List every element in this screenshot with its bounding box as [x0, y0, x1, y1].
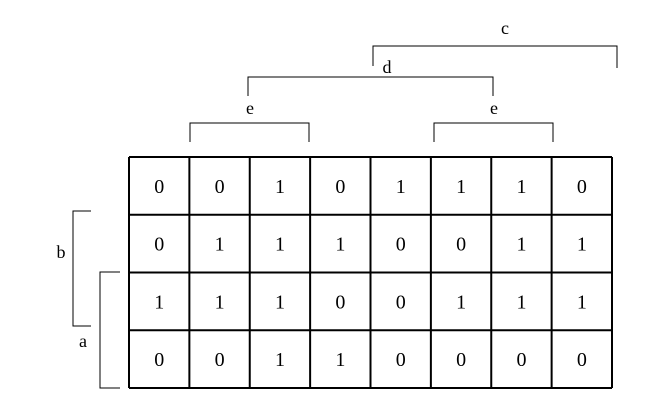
kmap-cell-r3-c1: 0 — [215, 349, 225, 371]
kmap-cell-r3-c2: 1 — [275, 349, 285, 371]
kmap-cell-r3-c6: 0 — [516, 349, 526, 371]
kmap-cell-r1-c5: 0 — [456, 234, 466, 256]
bracket-a: a — [79, 271, 120, 389]
kmap-cell-r0-c4: 1 — [396, 176, 406, 198]
label-e-left: e — [246, 98, 254, 118]
label-e-right: e — [490, 98, 498, 118]
kmap-cell-r2-c1: 1 — [215, 291, 225, 313]
bracket-d-line — [247, 76, 494, 96]
kmap-cell-r0-c3: 0 — [335, 176, 345, 198]
kmap-cell-r2-c6: 1 — [516, 291, 526, 313]
bracket-c-line — [372, 45, 618, 68]
kmap-cell-r2-c7: 1 — [577, 291, 587, 313]
kmap-cell-r1-c4: 0 — [396, 234, 406, 256]
bracket-b: b — [57, 210, 91, 327]
kmap-cell-r1-c0: 0 — [154, 234, 164, 256]
kmap-cell-r2-c3: 0 — [335, 291, 345, 313]
kmap-cell-r1-c1: 1 — [215, 234, 225, 256]
bracket-a-line — [99, 271, 120, 389]
kmap-cell-r1-c3: 1 — [335, 234, 345, 256]
kmap-cell-r2-c5: 1 — [456, 291, 466, 313]
kmap-cell-r3-c0: 0 — [154, 349, 164, 371]
kmap-cell-r0-c6: 1 — [516, 176, 526, 198]
bracket-c: c — [372, 18, 618, 68]
bracket-d: d — [247, 57, 494, 96]
label-a: a — [79, 331, 87, 351]
bracket-e-right: e — [433, 98, 554, 142]
kmap-cell-r1-c2: 1 — [275, 234, 285, 256]
kmap-cell-r3-c4: 0 — [396, 349, 406, 371]
kmap-cell-r0-c1: 0 — [215, 176, 225, 198]
kmap-cell-r0-c7: 0 — [577, 176, 587, 198]
kmap-cell-r0-c5: 1 — [456, 176, 466, 198]
label-d: d — [383, 57, 392, 77]
kmap-cell-r0-c0: 0 — [154, 176, 164, 198]
kmap-cell-r2-c0: 1 — [154, 291, 164, 313]
kmap-cell-r3-c3: 1 — [335, 349, 345, 371]
kmap-cell-r1-c6: 1 — [516, 234, 526, 256]
kmap-grid-lines — [128, 156, 613, 389]
kmap-cell-r0-c2: 1 — [275, 176, 285, 198]
label-c: c — [501, 18, 509, 38]
bracket-e-left-line — [189, 122, 310, 142]
bracket-b-line — [72, 210, 91, 327]
kmap-cells: 0 0 1 0 1 1 1 0 0 1 1 1 0 0 1 1 1 1 1 0 0 1 1 1 0 0 1 1 0 0 0 0 — [154, 176, 587, 371]
kmap-cell-r3-c5: 0 — [456, 349, 466, 371]
kmap-cell-r2-c2: 1 — [275, 291, 285, 313]
kmap-cell-r2-c4: 0 — [396, 291, 406, 313]
kmap-cell-r1-c7: 1 — [577, 234, 587, 256]
bracket-e-right-line — [433, 122, 554, 142]
bracket-e-left: e — [189, 98, 310, 142]
label-b: b — [57, 242, 66, 262]
kmap-cell-r3-c7: 0 — [577, 349, 587, 371]
